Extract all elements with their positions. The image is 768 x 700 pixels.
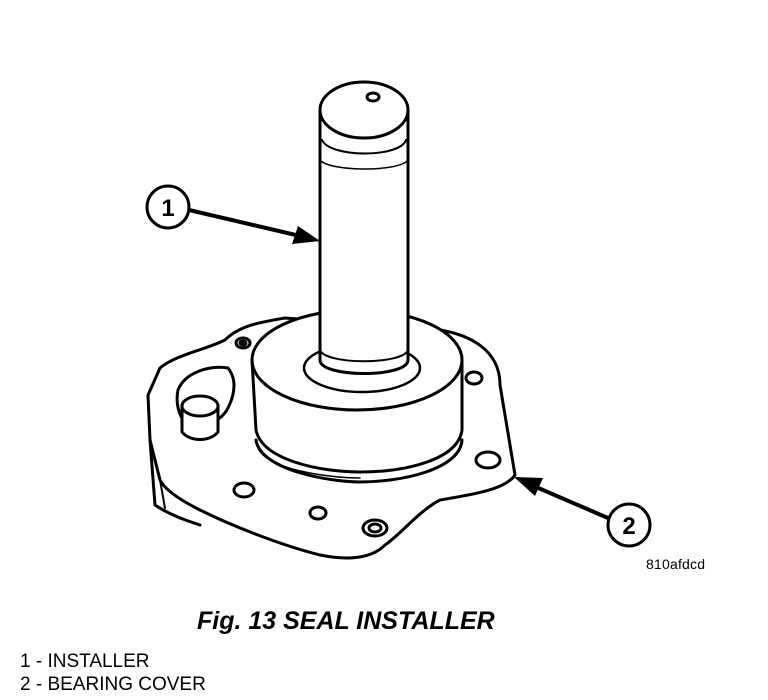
legend-item-installer: 1 - INSTALLER: [20, 651, 150, 672]
installer-shaft: [318, 80, 410, 375]
legend: 1 - INSTALLER 2 - BEARING COVER: [20, 650, 206, 696]
seal-ring: [254, 438, 464, 484]
figure-caption: Fig. 13 SEAL INSTALLER: [197, 607, 495, 635]
legend-item-bearing-cover: 2 - BEARING COVER: [20, 674, 206, 695]
svg-text:1: 1: [161, 195, 174, 222]
svg-text:2: 2: [622, 513, 635, 540]
arrowhead-2: [514, 477, 543, 496]
seal-installer-illustration: 1 2: [145, 80, 652, 560]
callout-1: 1: [145, 184, 320, 244]
image-reference-code: 810afdcd: [646, 556, 706, 572]
callout-2: 2: [514, 477, 652, 548]
arrowhead-1: [292, 226, 320, 244]
